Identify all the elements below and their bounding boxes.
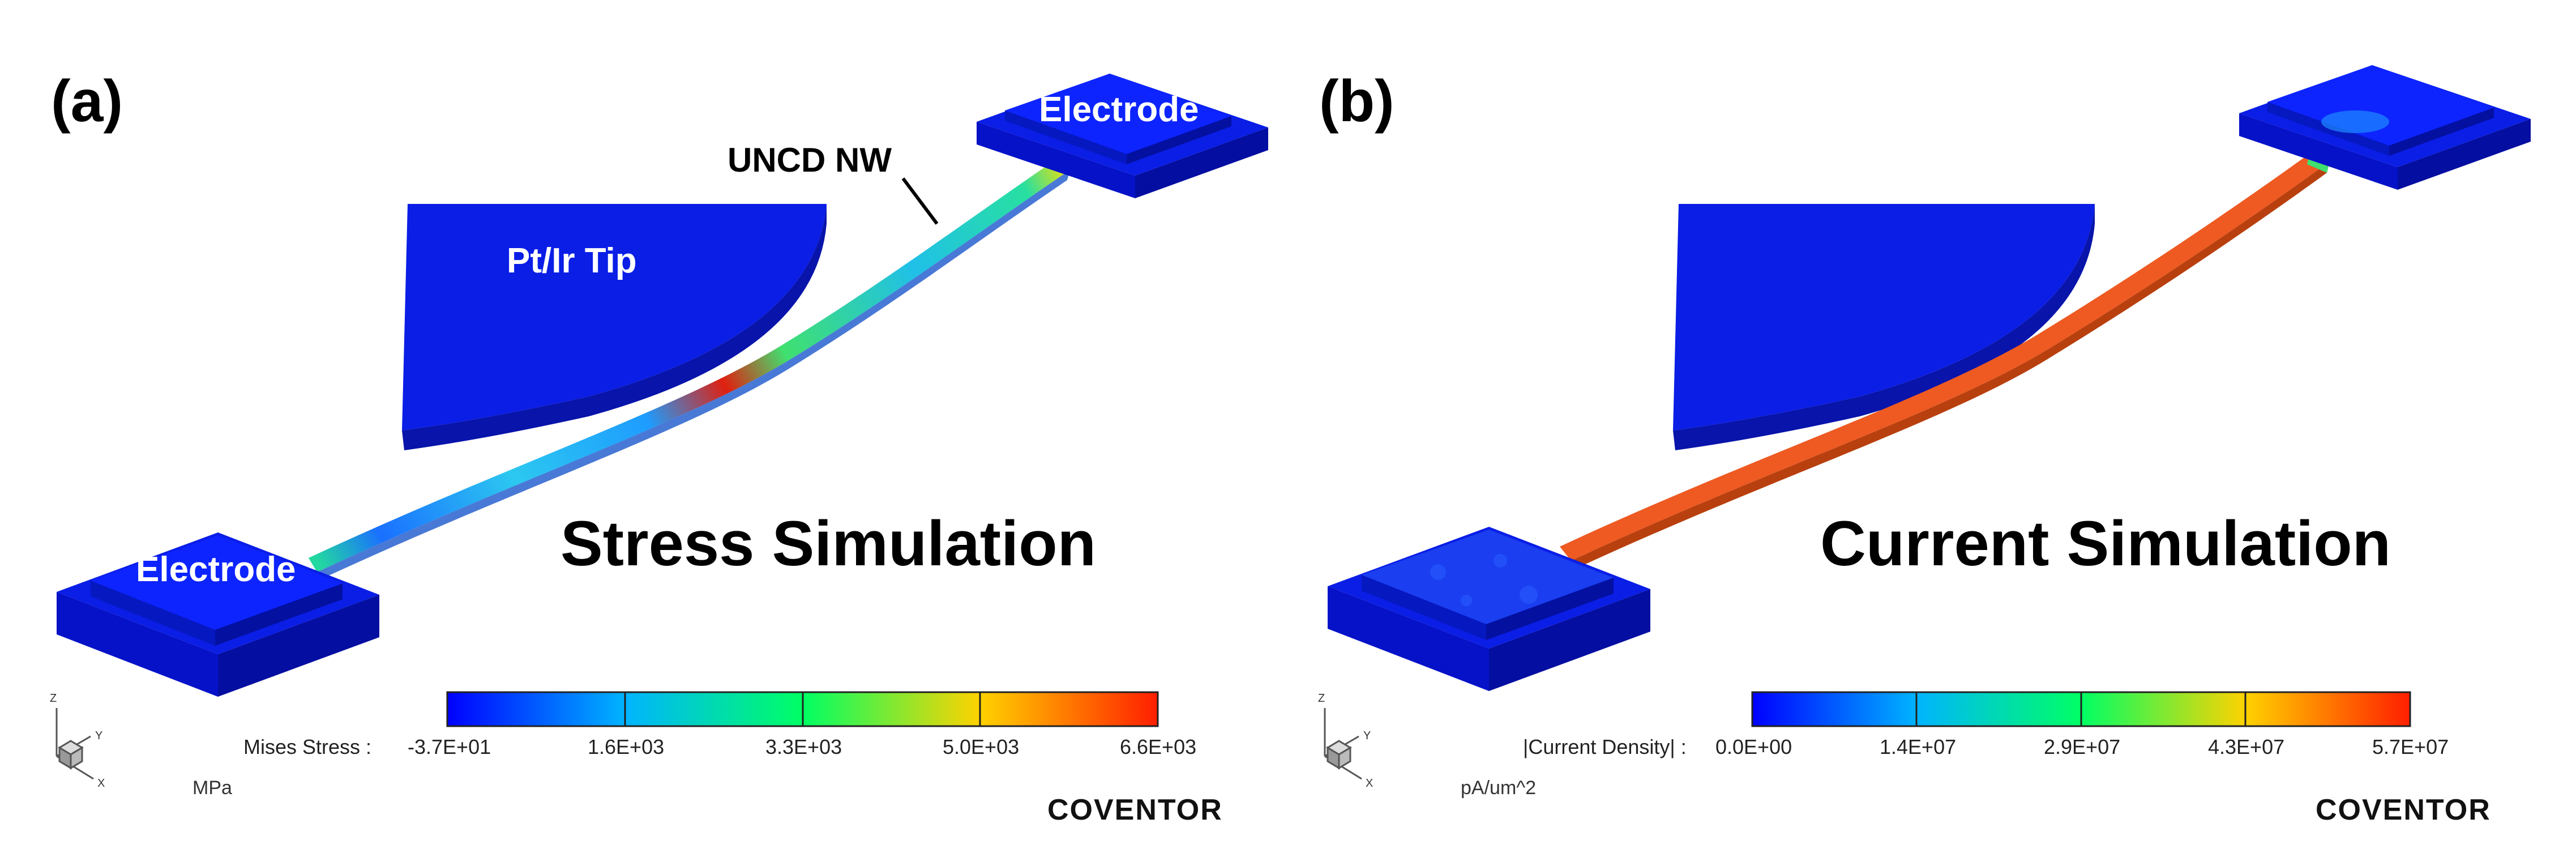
colorbar-a-tick-0: -3.7E+01 — [408, 735, 491, 758]
colorbar-a-tick-2: 3.3E+03 — [765, 735, 842, 758]
axis-y-label-a: Y — [95, 730, 103, 742]
colorbar-a-tick-1: 1.6E+03 — [588, 735, 665, 758]
colorbar-a-title: Mises Stress : — [243, 735, 372, 758]
brand-logo-a: COVENTOR — [1047, 794, 1223, 826]
colorbar-b-tick-1: 1.4E+07 — [1880, 735, 1957, 758]
tip-label: Pt/Ir Tip — [507, 241, 637, 280]
colorbar-a-tick-3: 5.0E+03 — [943, 735, 1020, 758]
electrode-bottom-left-b — [1328, 527, 1650, 691]
panel-a-letter: (a) — [51, 69, 123, 134]
colorbar-a — [446, 691, 1159, 727]
colorbar-b-title: |Current Density| : — [1523, 735, 1687, 758]
colorbar-b-tick-0: 0.0E+00 — [1715, 735, 1792, 758]
axis-z-label-b: Z — [1318, 692, 1325, 705]
axis-x-label-a: X — [97, 777, 105, 790]
nanowire-stress — [309, 156, 1070, 582]
colorbar-b-tick-3: 4.3E+07 — [2208, 735, 2285, 758]
electrode-top-right — [977, 74, 1268, 198]
colorbar-b-tick-4: 5.7E+07 — [2372, 735, 2449, 758]
colorbar-b-tick-2: 2.9E+07 — [2044, 735, 2121, 758]
colorbar-a-units: MPa — [192, 777, 232, 799]
colorbar-b-units: pA/um^2 — [1461, 777, 1537, 799]
panel-b-title: Current Simulation — [1820, 508, 2391, 579]
brand-logo-b: COVENTOR — [2316, 794, 2491, 826]
tip-shape-b — [1673, 204, 2095, 450]
axis-y-label-b: Y — [1363, 730, 1371, 742]
axis-x-label-b: X — [1366, 777, 1373, 790]
colorbar-b — [1751, 691, 2411, 727]
axis-triad-b — [1324, 708, 1362, 780]
nanowire-callout-line — [901, 177, 939, 225]
panel-b-model — [1328, 65, 2531, 691]
electrode-bottom-label: Electrode — [136, 550, 296, 589]
nanowire-label: UNCD NW — [728, 141, 892, 179]
panel-a-model — [57, 74, 1268, 697]
axis-z-label-a: Z — [50, 692, 57, 705]
panel-b-letter: (b) — [1319, 69, 1394, 134]
electrode-top-label: Electrode — [1039, 90, 1199, 129]
panel-a-title: Stress Simulation — [560, 508, 1097, 579]
tip-shape — [402, 204, 827, 450]
axis-triad-a — [55, 708, 94, 780]
electrode-bottom-left — [57, 532, 379, 697]
electrode-top-right-b — [2239, 65, 2531, 190]
colorbar-a-tick-4: 6.6E+03 — [1120, 735, 1197, 758]
